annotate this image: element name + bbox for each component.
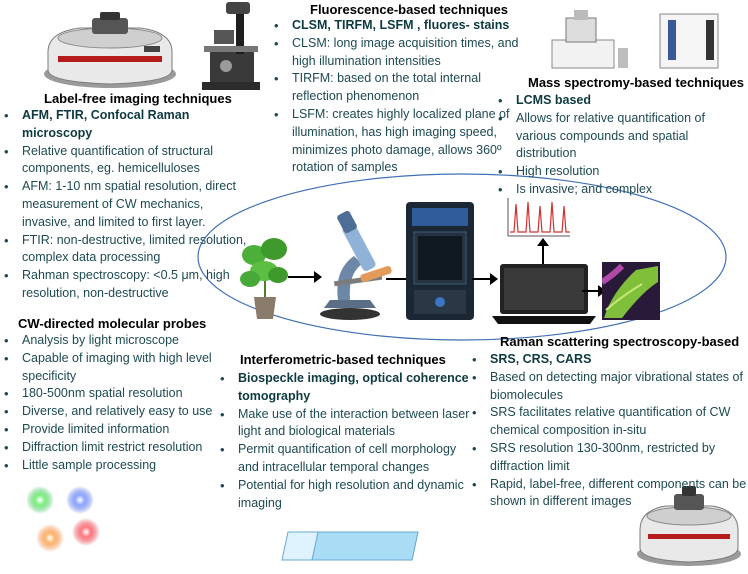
flow-arrow-3	[472, 273, 498, 285]
tissue-image-icon	[602, 262, 660, 320]
raman-spectrum-icon	[507, 198, 570, 237]
list-item: High resolution	[494, 163, 706, 181]
inverted-microscope-icon	[202, 2, 260, 90]
fluorescence-title: Fluorescence-based techniques	[310, 2, 508, 17]
list-item: SRS, CRS, CARS	[468, 351, 748, 369]
list-item: Permit quantification of cell morphology…	[216, 441, 478, 477]
list-item: Rahman spectroscopy: <0.5 μm, high resol…	[0, 267, 248, 303]
label-free-title: Label-free imaging techniques	[44, 91, 232, 106]
list-item: Is invasive; and complex	[494, 181, 706, 199]
list-item: Little sample processing	[0, 457, 236, 475]
list-item: TIRFM: based on the total internal refle…	[270, 70, 532, 106]
mass-spectrometer-icon	[551, 10, 719, 69]
fluorescence-list: CLSM, TIRFM, LSFM , fluores- stains CLSM…	[270, 17, 532, 177]
cw-probes-title: CW-directed molecular probes	[18, 316, 207, 331]
list-item: 180-500nm spatial resolution	[0, 385, 236, 403]
list-item: Biospeckle imaging, optical coherence to…	[216, 370, 478, 406]
list-item: Diverse, and relatively easy to use	[0, 403, 236, 421]
list-item: Allows for relative quantification of va…	[494, 110, 706, 163]
list-item: FTIR: non-destructive, limited resolutio…	[0, 232, 248, 268]
glass-slide-icon	[281, 531, 419, 561]
light-microscope-icon	[320, 210, 392, 320]
mass-spec-list: LCMS based Allows for relative quantific…	[494, 92, 706, 199]
list-item: AFM: 1-10 nm spatial resolution, direct …	[0, 178, 248, 231]
list-item: Diffraction limit restrict resolution	[0, 439, 236, 457]
list-item: Rapid, label-free, different components …	[468, 476, 748, 512]
list-item: SRS facilitates relative quantification …	[468, 404, 748, 440]
raman-list: SRS, CRS, CARS Based on detecting major …	[468, 351, 748, 511]
flow-arrow-up	[537, 238, 549, 264]
list-item: Analysis by light microscope	[0, 332, 236, 350]
list-item: CLSM, TIRFM, LSFM , fluores- stains	[270, 17, 532, 35]
laptop-icon	[492, 264, 596, 324]
fluorescent-probe-dots-icon	[26, 486, 100, 552]
ftir-spectrometer-icon	[44, 12, 176, 88]
cw-probes-list: Analysis by light microscope Capable of …	[0, 332, 236, 474]
raman-title: Raman scattering spectroscopy-based	[500, 334, 740, 349]
list-item: CLSM: long image acquisition times, and …	[270, 35, 532, 71]
flow-arrow-1	[288, 271, 322, 283]
list-item: Make use of the interaction between lase…	[216, 406, 478, 442]
list-item: Based on detecting major vibrational sta…	[468, 369, 748, 405]
interferometric-list: Biospeckle imaging, optical coherence to…	[216, 370, 478, 512]
label-free-list: AFM, FTIR, Confocal Raman microscopy Rel…	[0, 107, 248, 303]
list-item: LCMS based	[494, 92, 706, 110]
list-item: Provide limited information	[0, 421, 236, 439]
list-item: LSFM: creates highly localized plane of …	[270, 106, 532, 177]
list-item: Potential for high resolution and dynami…	[216, 477, 478, 513]
imaging-instrument-icon	[406, 202, 474, 320]
list-item: SRS resolution 130-300nm, restricted by …	[468, 440, 748, 476]
list-item: Capable of imaging with high level speci…	[0, 350, 236, 386]
list-item: AFM, FTIR, Confocal Raman microscopy	[0, 107, 248, 143]
list-item: Relative quantification of structural co…	[0, 143, 248, 179]
mass-spec-title: Mass spectromy-based techniques	[528, 75, 745, 90]
interferometric-title: Interferometric-based techniques	[240, 352, 446, 367]
